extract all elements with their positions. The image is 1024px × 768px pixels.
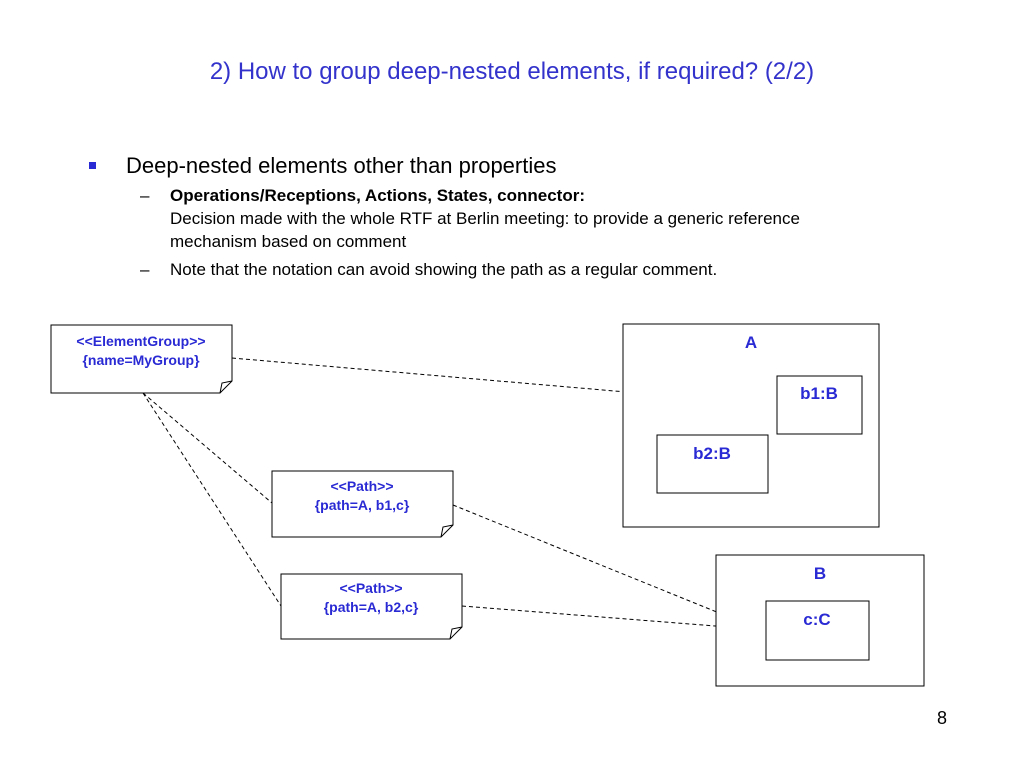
connector-group-to-path2: [142, 392, 282, 607]
element-group-note: <<ElementGroup>> {name=MyGroup}: [50, 324, 233, 394]
part-b2-label: b2:B: [693, 444, 731, 463]
sub-bullet-1-heading: Operations/Receptions, Actions, States, …: [170, 186, 586, 205]
dash-bullet-icon: –: [140, 260, 150, 279]
bullet-main-text: Deep-nested elements other than properti…: [126, 153, 557, 178]
sub-bullet-1-line-2: Decision made with the whole RTF at Berl…: [170, 209, 800, 228]
part-c-label: c:C: [803, 610, 830, 629]
box-B-label: B: [814, 564, 826, 583]
page-number: 8: [937, 708, 948, 728]
connector-path2-to-c: [461, 605, 767, 631]
sub-bullet-1: – Operations/Receptions, Actions, States…: [88, 184, 988, 253]
path-note-2-stereotype: <<Path>>: [339, 580, 402, 596]
part-b1-label: b1:B: [800, 384, 838, 403]
element-group-stereotype: <<ElementGroup>>: [76, 333, 205, 349]
path-note-1-value: {path=A, b1,c}: [315, 497, 410, 513]
path-note-2: <<Path>> {path=A, b2,c}: [280, 573, 463, 640]
sub-bullet-2: – Note that the notation can avoid showi…: [88, 258, 988, 281]
part-c: c:C: [765, 600, 870, 661]
dash-bullet-icon: –: [140, 186, 150, 205]
path-note-1: <<Path>> {path=A, b1,c}: [271, 470, 454, 538]
connector-path1-to-c: [452, 504, 767, 633]
bullet-main: Deep-nested elements other than properti…: [88, 150, 988, 182]
sub-bullet-1-line-3: mechanism based on comment: [170, 232, 407, 251]
part-b2: b2:B: [656, 434, 769, 494]
bullet-list: Deep-nested elements other than properti…: [88, 150, 988, 281]
part-b1: b1:B: [776, 375, 863, 435]
sub-bullet-2-text: Note that the notation can avoid showing…: [170, 260, 718, 279]
element-group-name: {name=MyGroup}: [82, 352, 200, 368]
box-A-label: A: [745, 333, 757, 352]
path-note-1-stereotype: <<Path>>: [330, 478, 393, 494]
square-bullet-icon: [89, 162, 96, 169]
connector-group-to-path1: [142, 392, 273, 504]
slide-title: 2) How to group deep-nested elements, if…: [209, 58, 815, 85]
path-note-2-value: {path=A, b2,c}: [324, 599, 419, 615]
